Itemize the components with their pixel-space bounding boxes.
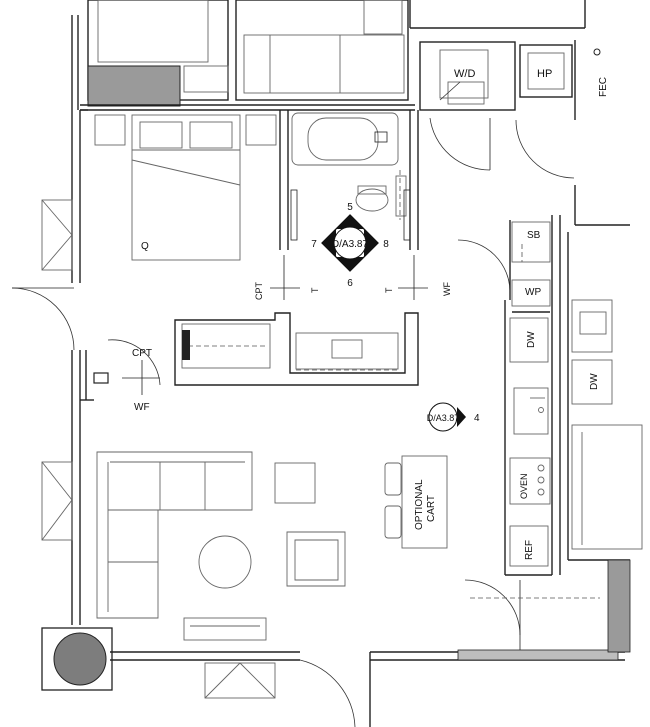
wp-label: WP: [525, 287, 541, 298]
cpt-label-1: CPT: [254, 281, 264, 300]
refrigerator-label: REF: [524, 540, 535, 560]
elevation-marker-1-ref: D/A3.87: [332, 239, 369, 250]
cpt-label-2: CPT: [132, 348, 152, 359]
fire-extinguisher-icon: [593, 48, 601, 56]
elevation-marker-2: D/A3.87 4: [427, 402, 480, 432]
bathroom: D/A3.87 5 6 7 8 CPT T T WF: [254, 110, 452, 300]
t-label-1: T: [310, 287, 320, 293]
queen-bed-label: Q: [141, 241, 149, 252]
elevation-marker-1-n6: 6: [347, 278, 353, 289]
kitchen: SB WP DW OVEN REF DW: [457, 185, 643, 653]
tv-console: [183, 617, 267, 641]
window-sill-gray: [87, 65, 181, 107]
washer-dryer-label: W/D: [454, 68, 475, 80]
bedroom: Q: [80, 104, 415, 261]
heat-pump-label: HP: [537, 68, 552, 80]
elevation-marker-1-n5: 5: [347, 202, 353, 213]
sb-label: SB: [527, 230, 541, 241]
wf-label-2: WF: [134, 402, 150, 413]
upper-rooms: [87, 0, 586, 107]
queen-bed: [131, 114, 241, 261]
side-table: [274, 462, 316, 504]
elevation-marker-2-n4: 4: [474, 413, 480, 424]
optional-cart-line2: CART: [426, 495, 437, 522]
elevation-marker-2-ref: D/A3.87: [427, 413, 460, 423]
t-label-2: T: [384, 287, 394, 293]
living-room: OPTIONAL CART: [96, 451, 448, 641]
optional-cart: [401, 455, 448, 549]
coffee-table: [198, 535, 252, 589]
wf-label-1: WF: [442, 282, 452, 296]
elevation-marker-1-n7: 7: [311, 239, 317, 250]
toilet: [355, 188, 389, 212]
elevation-marker-1: D/A3.87 5 6 7 8: [311, 202, 389, 289]
optional-cart-line1: OPTIONAL: [414, 479, 425, 530]
laundry-closet: W/D HP FEC: [419, 40, 609, 179]
fec-label: FEC: [598, 77, 609, 97]
oven-label: OVEN: [519, 473, 529, 499]
dishwasher-label-2: DW: [589, 373, 600, 390]
exterior-walls: [11, 15, 625, 727]
elevation-marker-1-n8: 8: [383, 239, 389, 250]
dishwasher-label-1: DW: [526, 331, 537, 348]
corner-column: [41, 627, 113, 691]
armchair: [286, 531, 346, 587]
sectional-sofa: [96, 451, 253, 619]
closet-and-vanity: CPT WF: [107, 312, 419, 413]
bathtub: [291, 112, 399, 166]
